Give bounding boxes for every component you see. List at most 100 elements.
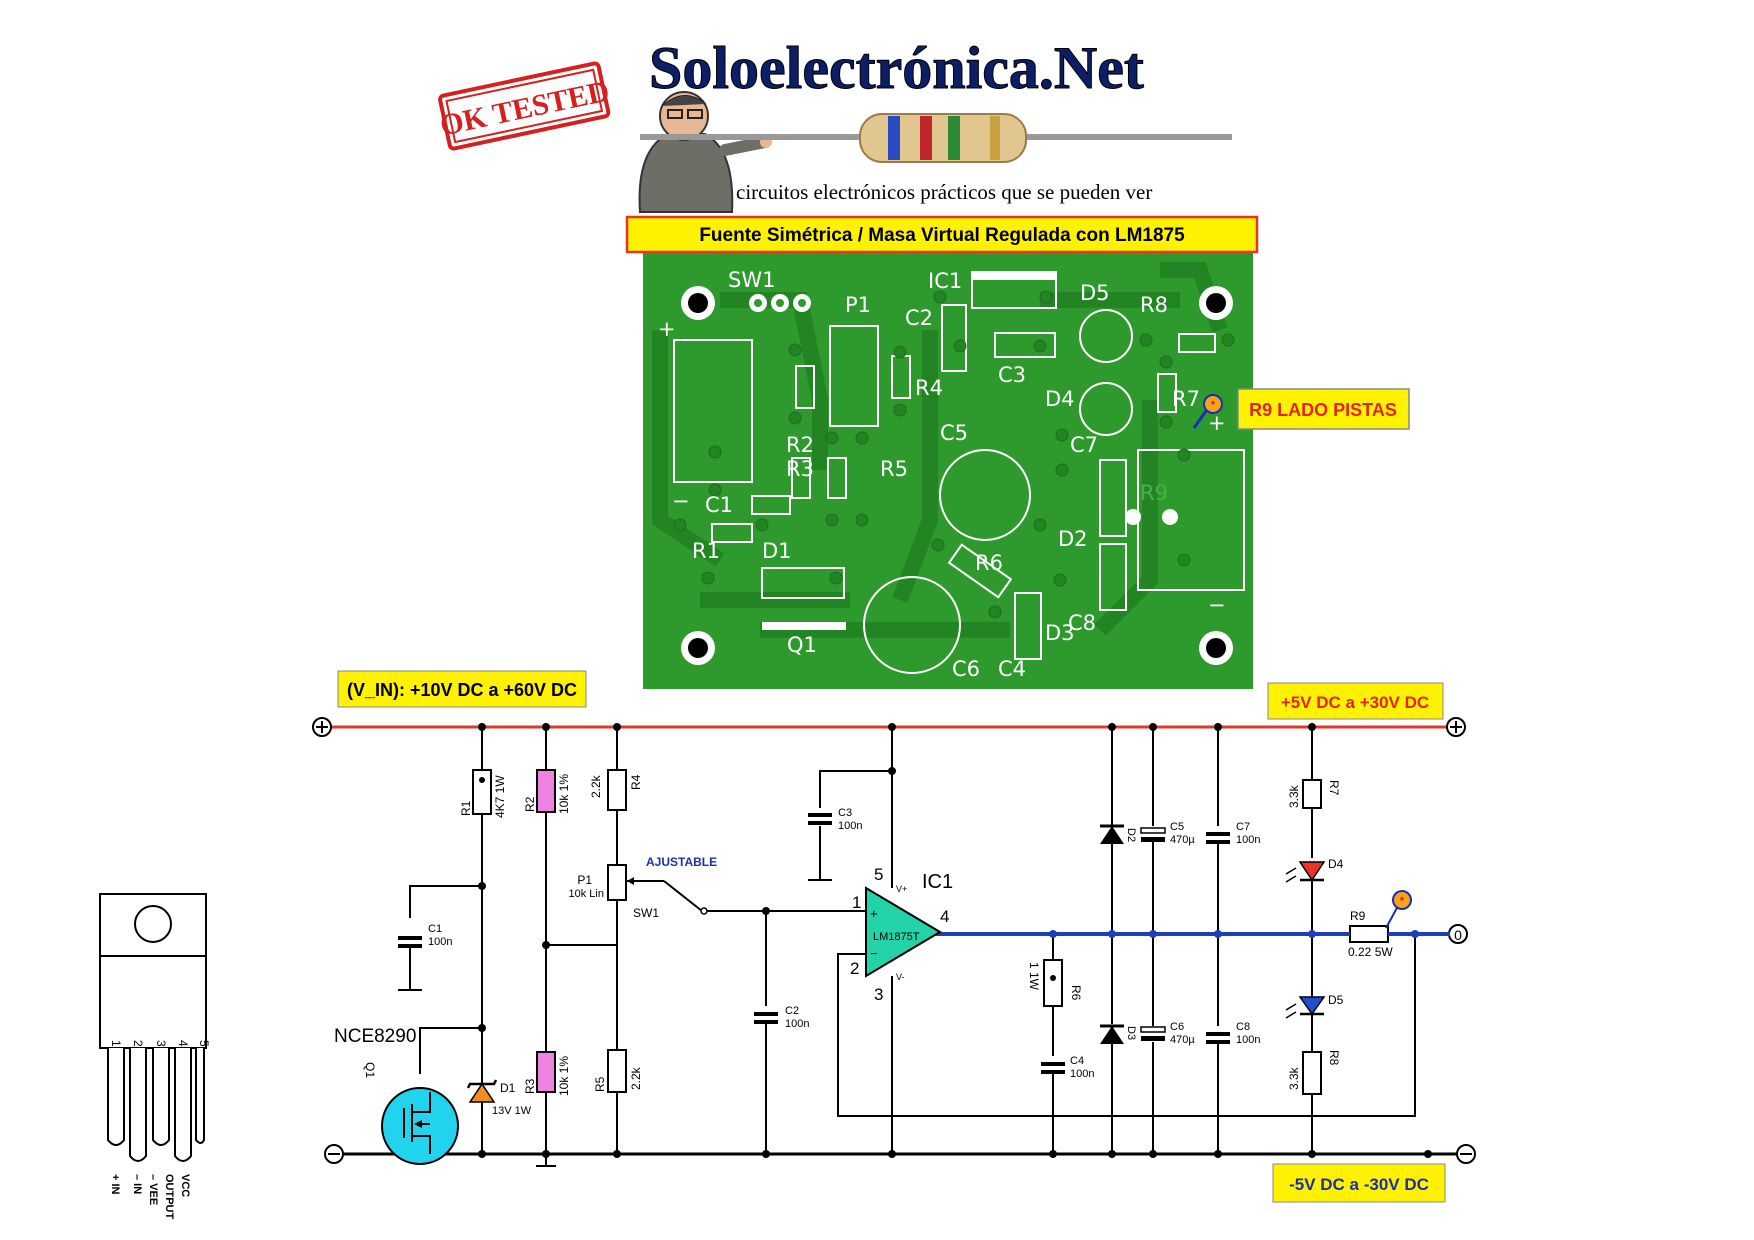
project-title: Fuente Simétrica / Masa Virtual Regulada… [699,225,1185,246]
r5-ref: R5 [593,1076,607,1092]
p1-value: 10k Lin [569,888,604,900]
ic1-ref: IC1 [922,871,953,893]
pin-number-2: 2 [131,1040,145,1047]
pin-number-4: 4 [176,1040,190,1047]
ic1-vplus: V+ [896,884,907,894]
sw1-pads [749,294,1178,525]
c1-capacitor-icon [398,936,422,948]
pcb-label-r5: R5 [880,457,908,481]
project-title-box [625,215,1259,254]
r8-ref: R8 [1327,1050,1341,1066]
c6-value: 470µ [1170,1034,1195,1046]
r9-ref: R9 [1350,909,1366,923]
vpos-label: +5V DC a +30V DC [1281,693,1429,712]
pcb-label-c2: C2 [905,306,933,330]
pcb-label-d1: D1 [762,539,792,563]
c6-ref: C6 [1170,1021,1184,1033]
site-title: Soloelectrónica.Net [649,35,1144,101]
out-zero-label: 0 [1454,927,1462,943]
r4-resistor: 2.2k R4 [589,769,643,811]
ic1-pin3: 3 [874,985,883,1004]
r3-value: 10k 1% [557,1056,571,1096]
pcb-label-plus2: + [1208,411,1226,435]
c3-value: 100n [838,820,862,832]
c2-capacitor-icon [754,1012,778,1024]
ic1-pin-plus: + [870,906,878,921]
pcb-label-d2: D2 [1058,527,1088,551]
r8-value: 3.3k [1287,1066,1301,1090]
r1-resistor: R1 4K7 1W [459,769,507,818]
resistor-graphic [640,113,1232,163]
c7-ref: C7 [1236,821,1250,833]
c3-ref: C3 [838,807,852,819]
c7-value: 100n [1236,834,1260,846]
r2-ref: R2 [523,796,537,812]
pcb-label-c6: C6 [952,657,980,681]
pin-numbers: 1 2 3 4 5 [109,1040,211,1047]
d2-diode-icon: D2 [1100,824,1137,844]
pcb-label-c3: C3 [998,363,1026,387]
d3-diode-icon: D3 [1100,1024,1137,1044]
c6-electrolytic-icon [1140,1026,1166,1041]
ic1-pin4: 4 [940,907,949,926]
package-leads [107,1048,205,1162]
r9-note: R9 LADO PISTAS [1249,400,1397,420]
d1-zener-icon: D1 13V 1W [466,1079,532,1117]
pin-number-1: 1 [109,1040,123,1047]
ok-tested-stamp: OK TESTED [437,61,612,151]
r3-ref: R3 [523,1078,537,1094]
pcb-label-q1: Q1 [787,633,817,657]
r9-marker-icon: * [1192,394,1223,429]
pcb-label-minus: − [672,489,690,513]
pin-name-4: OUTPUT [163,1174,175,1220]
c8-capacitor-icon [1206,1032,1230,1044]
pcb-board: SW1 P1 IC1 C2 D5 R8 R4 C3 D4 R7 R2 R3 R5… [643,253,1253,689]
pcb-label-r7: R7 [1172,387,1200,411]
pcb-label-ic1: IC1 [928,269,962,293]
ic1-pin2: 2 [850,959,859,978]
schematic-wires [398,727,1416,1167]
pin-name-1: + IN [109,1174,121,1195]
pin-name-5: VCC [179,1174,191,1197]
sw1-label: SW1 [633,906,659,920]
pin-name-3: – VEE [147,1174,159,1205]
d1-value: 13V 1W [492,1105,532,1117]
d3-ref: D3 [1125,1026,1137,1040]
d1-ref: D1 [500,1081,516,1095]
c4-value: 100n [1070,1068,1094,1080]
rail-terminals: 0 [312,717,1476,1164]
vneg-label: -5V DC a -30V DC [1289,1175,1429,1194]
p1-potentiometer: P1 10k Lin [569,864,640,901]
pcb-label-r1: R1 [692,539,720,563]
c1-value: 100n [428,936,452,948]
c2-value: 100n [785,1018,809,1030]
c8-ref: C8 [1236,1021,1250,1033]
ic1-pin1: 1 [852,893,861,912]
opamp-triangle-icon [865,886,942,978]
pcb-label-p1: P1 [845,293,871,317]
pcb-label-d3: D3 [1045,621,1075,645]
r5-resistor: R5 2.2k [593,1049,643,1093]
pcb-label-c1: C1 [705,493,733,517]
c7-capacitor-icon [1206,832,1230,844]
pcb-footprints [673,271,1245,674]
d4-ref: D4 [1328,857,1344,871]
pcb-label-r6: R6 [975,551,1003,575]
pcb-label-c5: C5 [940,421,968,445]
r7-ref: R7 [1327,780,1341,796]
svg-text:*: * [1400,894,1405,908]
pin-number-5: 5 [197,1040,211,1047]
r7-resistor: R7 3.3k [1287,779,1341,809]
mounting-holes [681,286,1233,665]
pcb-label-r4: R4 [915,376,943,400]
vpos-box [1267,682,1444,720]
d2-ref: D2 [1125,828,1137,842]
pcb-label-plus: + [658,317,676,341]
vin-label: (V_IN): +10V DC a +60V DC [347,680,577,700]
ic1-pin-minus: − [870,946,878,961]
adjustable-label: AJUSTABLE [646,855,717,869]
c8-value: 100n [1236,1034,1260,1046]
d5-ref: D5 [1328,993,1344,1007]
pcb-label-c4: C4 [998,657,1026,681]
capacitor-labels: C1 100n C2 100n C3 100n C4 100n C5 470µ … [428,807,1260,1080]
